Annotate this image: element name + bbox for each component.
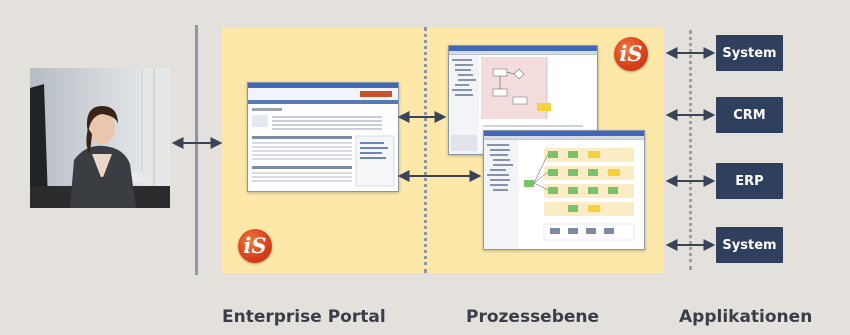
portal-screenshot (247, 82, 399, 192)
user-photo (30, 68, 170, 208)
process-screenshot-1 (448, 45, 598, 155)
application-bus-line (689, 30, 692, 270)
portal-boundary-line (195, 25, 198, 275)
label-enterprise-portal: Enterprise Portal (222, 307, 386, 327)
label-prozessebene: Prozessebene (466, 307, 600, 327)
system-box-2: System (716, 227, 783, 263)
erp-box: ERP (716, 163, 783, 199)
is-logo-process: iS (614, 37, 648, 71)
label-applikationen: Applikationen (679, 307, 813, 327)
process-screenshot-2 (483, 130, 645, 250)
portal-process-divider (424, 27, 427, 273)
system-box-1: System (716, 35, 783, 71)
crm-box: CRM (716, 97, 783, 133)
is-logo-portal: iS (238, 229, 272, 263)
